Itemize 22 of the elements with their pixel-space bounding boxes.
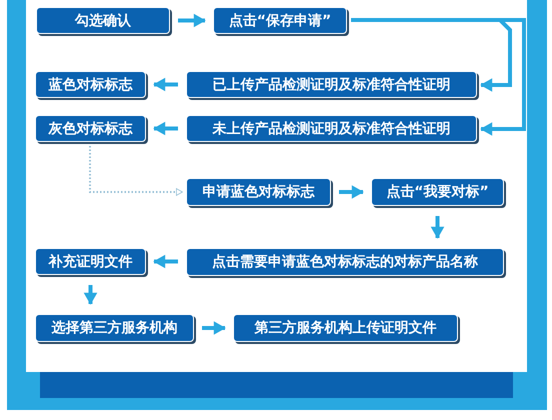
- arrow: [153, 254, 178, 268]
- process-box: 申请蓝色对标标志: [186, 178, 331, 206]
- dotted-arrow: [89, 146, 183, 196]
- process-box: 点击“我要对标”: [371, 178, 504, 206]
- process-box: 未上传产品检测证明及标准符合性证明: [186, 115, 477, 142]
- arrow: [351, 18, 526, 136]
- arrow: [84, 285, 98, 305]
- process-box: 选择第三方服务机构: [35, 314, 194, 342]
- arrow: [178, 14, 206, 28]
- process-box: 灰色对标标志: [35, 115, 146, 142]
- process-box: 点击需要申请蓝色对标标志的对标产品名称: [186, 248, 504, 276]
- process-box: 补充证明文件: [35, 248, 146, 275]
- arrow: [339, 185, 364, 199]
- process-box: 勾选确认: [36, 7, 170, 34]
- arrow: [153, 122, 178, 136]
- process-box: 点击“保存申请”: [213, 7, 347, 34]
- arrow: [153, 78, 178, 92]
- process-box: 第三方服务机构上传证明文件: [233, 314, 458, 342]
- arrow: [430, 216, 444, 239]
- process-box: 已上传产品检测证明及标准符合性证明: [186, 71, 477, 98]
- process-box: 蓝色对标标志: [35, 71, 146, 98]
- arrow: [202, 321, 226, 335]
